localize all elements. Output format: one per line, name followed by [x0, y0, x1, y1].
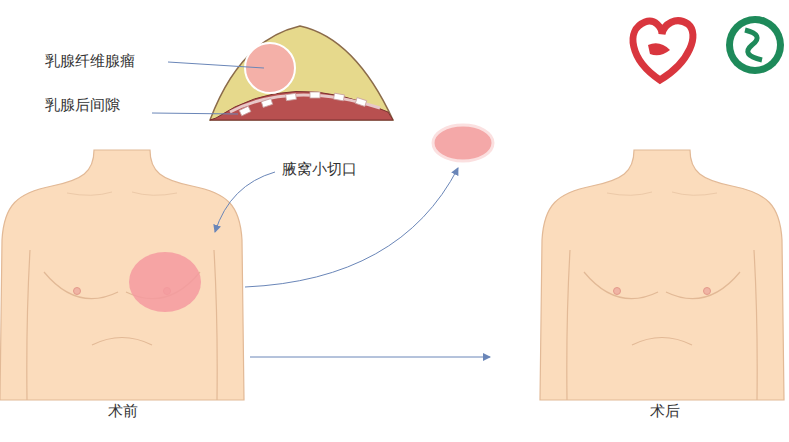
callout-label: 乳腺后间隙: [45, 96, 120, 114]
caption-label: 术前: [108, 402, 138, 420]
callout-label: 乳腺纤维腺瘤: [45, 52, 135, 70]
callout-label: 腋窝小切口: [282, 160, 357, 178]
caption-label: 术后: [650, 402, 680, 420]
